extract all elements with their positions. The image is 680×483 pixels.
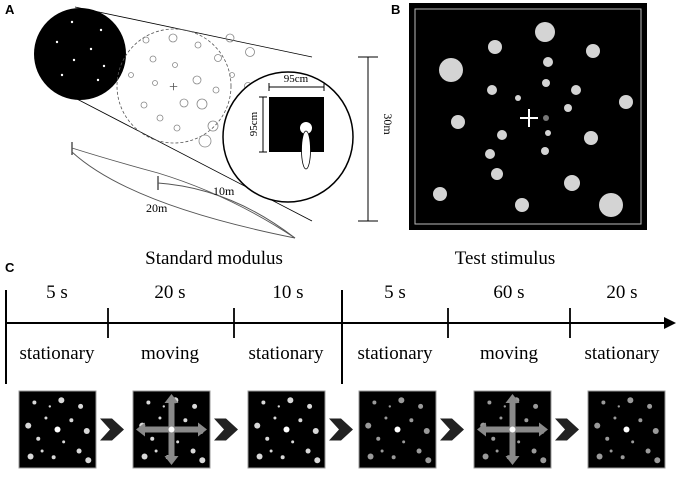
phase-5-state: moving [480,343,539,364]
sequence-arrow [100,418,124,441]
distance-near-label: 10m [213,184,235,198]
panel-c: Standard modulus Test stimulus 5 s 20 s … [5,248,676,469]
sequence-arrow [440,418,464,441]
observer-head [300,122,312,134]
phase-5-duration: 60 s [493,282,524,303]
panel-b-label: B [391,2,400,17]
panel-b [409,3,647,230]
phase-2-state: moving [141,343,200,364]
phase-1-duration: 5 s [46,282,68,303]
thumbnail-stationary [358,390,437,469]
distance-near-brace [157,182,296,239]
projection-line-top [74,6,313,58]
stimulus-disc [34,8,126,100]
timeline-arrowhead [664,317,676,329]
room-width-label: 95cm [284,73,309,85]
phase-6-duration: 20 s [606,282,637,303]
screen-height-dim [358,56,378,222]
panel-a: + 95cm 95cm 30m 10m 20m [34,6,395,239]
distance-far-curve [71,151,296,239]
thumbnail-moving [132,390,211,469]
group-standard-label: Standard modulus [145,248,283,269]
observer-body [301,130,311,170]
room-depth-label: 95cm [248,111,260,136]
thumbnail-moving [473,390,552,469]
fixation-cross-b [520,109,538,127]
dashed-region [116,28,232,144]
stimulus-dots [433,22,633,217]
phase-2-duration: 20 s [154,282,185,303]
stimulus-disc-dots [55,20,106,82]
phase-6-state: stationary [585,343,660,364]
phase-1-state: stationary [20,343,95,364]
panel-a-label: A [5,2,15,17]
phase-3-duration: 10 s [272,282,303,303]
phase-3-state: stationary [249,343,324,364]
thumbnail-stationary [18,390,97,469]
thumbnail-stationary [587,390,666,469]
thumbnail-stationary [247,390,326,469]
fixation-cross-a: + [169,79,178,96]
observer-room [269,97,324,152]
sequence-arrow [329,418,353,441]
sequence-arrow [214,418,238,441]
phase-4-state: stationary [358,343,433,364]
distance-far-brace [71,147,296,239]
distance-far-label: 20m [146,201,168,215]
group-test-label: Test stimulus [455,248,556,269]
sequence-arrow [555,418,579,441]
screen-height-label: 30m [381,113,395,135]
phase-4-duration: 5 s [384,282,406,303]
panel-c-label: C [5,260,15,275]
thumbnails [18,390,666,469]
